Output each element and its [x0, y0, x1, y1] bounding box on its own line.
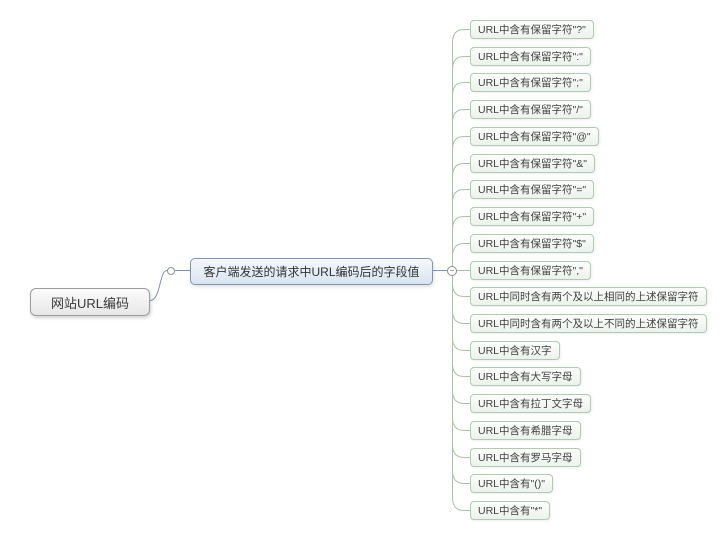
subtopic-node[interactable]: URL中含有保留字符"=": [470, 180, 595, 199]
subtopic-node[interactable]: URL中含有汉字: [470, 341, 560, 360]
subtopic-node[interactable]: URL中含有大写字母: [470, 367, 581, 386]
subtopic-node[interactable]: URL中含有保留字符":": [470, 47, 591, 66]
collapse-toggle-root-branch[interactable]: [167, 267, 175, 275]
subtopic-node[interactable]: URL中含有保留字符";": [470, 73, 591, 92]
root-topic[interactable]: 网站URL编码: [30, 288, 150, 316]
main-topic[interactable]: 客户端发送的请求中URL编码后的字段值: [190, 258, 433, 285]
subtopic-node[interactable]: URL中含有保留字符"@": [470, 127, 599, 146]
subtopic-node[interactable]: URL中含有保留字符"+": [470, 207, 595, 226]
subtopic-node[interactable]: URL中含有保留字符"/": [470, 100, 591, 119]
subtopic-node[interactable]: URL中含有保留字符"?": [470, 20, 594, 39]
subtopic-node[interactable]: URL中含有希腊字母: [470, 421, 581, 440]
subtopic-node[interactable]: URL中含有保留字符"&": [470, 154, 595, 173]
subtopic-node[interactable]: URL中含有保留字符"$": [470, 234, 594, 253]
minus-icon: −: [449, 265, 455, 275]
subtopic-node[interactable]: URL中同时含有两个及以上不同的上述保留字符: [470, 314, 707, 333]
root-trunk-connector: [149, 270, 168, 301]
subtopic-node[interactable]: URL中含有罗马字母: [470, 448, 581, 467]
subtopic-node[interactable]: URL中含有保留字符",": [470, 261, 591, 280]
branch-connectors: [452, 29, 470, 511]
subtopic-node[interactable]: URL中含有拉丁文字母: [470, 394, 592, 413]
subtopic-node[interactable]: URL中同时含有两个及以上相同的上述保留字符: [470, 287, 707, 306]
subtopic-node[interactable]: URL中含有"()": [470, 474, 553, 493]
subtopic-node[interactable]: URL中含有"*": [470, 501, 551, 520]
collapse-toggle-branches[interactable]: −: [447, 266, 457, 276]
